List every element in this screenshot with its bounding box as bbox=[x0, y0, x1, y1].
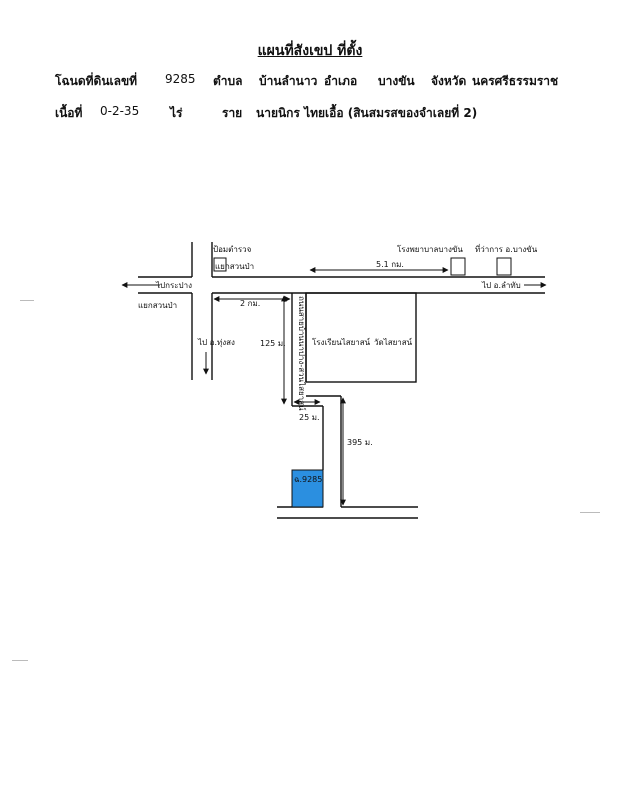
scan-speck bbox=[20, 300, 34, 301]
owner-prefix: ราย bbox=[222, 106, 243, 120]
dimension-125-m-label: 125 ม. bbox=[260, 339, 286, 348]
deed-number: 9285 bbox=[165, 72, 196, 86]
plot-label: ฉ.9285 bbox=[294, 475, 322, 484]
hospital-label: โรงพยาบาลบางขัน bbox=[397, 244, 463, 254]
suan-pa-junction-top-label: แยกสวนป่า bbox=[215, 262, 254, 271]
suan-pa-junction-label: แยกสวนป่า bbox=[138, 301, 177, 310]
to-lam-thap-label: ไป อ.ลำทับ bbox=[481, 281, 521, 290]
area-value: 0-2-35 bbox=[100, 104, 140, 118]
district-office-label: ที่ว่าการ อ.บางขัน bbox=[475, 243, 538, 254]
changwat-label: จังหวัด bbox=[431, 74, 467, 88]
changwat-value: นครศรีธรรมราช bbox=[472, 74, 559, 88]
police-box-marker bbox=[213, 257, 227, 272]
to-krabang-label: ไปกระปาง bbox=[155, 281, 192, 290]
deed-label: โฉนดที่ดินเลขที่ bbox=[55, 74, 138, 88]
police-box-label: ป้อมตำรวจ bbox=[213, 245, 252, 254]
side-road-name-label: ถนนสายบ้านนาปาง-สวนไสยาสน์ bbox=[297, 296, 307, 411]
hospital-marker bbox=[450, 257, 466, 276]
tambon-value: บ้านลำนาว bbox=[259, 74, 318, 88]
temple-label: วัดไสยาสน์ bbox=[374, 337, 413, 347]
district-office-marker bbox=[496, 257, 512, 276]
rai-label: ไร่ bbox=[170, 106, 183, 120]
area-label: เนื้อที่ bbox=[55, 106, 83, 120]
bottom-road bbox=[277, 506, 418, 519]
school-temple-compound bbox=[305, 292, 417, 383]
dimension-395-m-label: 395 ม. bbox=[347, 438, 373, 447]
tambon-label: ตำบล bbox=[213, 74, 243, 88]
dimension-2-km-label: 2 กม. bbox=[240, 299, 260, 308]
land-plot-9285 bbox=[291, 469, 324, 508]
scan-speck bbox=[580, 512, 600, 513]
document-title: แผนที่สังเขป ที่ตั้ง bbox=[257, 43, 363, 59]
dimension-25-m-label: 25 ม. bbox=[299, 413, 320, 422]
to-thung-song-label: ไป อ.ทุ่งสง bbox=[197, 338, 235, 347]
dimension-5-1-km-label: 5.1 กม. bbox=[376, 260, 404, 269]
scan-speck bbox=[12, 660, 28, 661]
main-road bbox=[138, 276, 545, 294]
school-label: โรงเรียนไสยาสน์ bbox=[312, 337, 371, 347]
crossroad-suan-pa bbox=[191, 242, 213, 380]
owner-name: นายนิกร ไทยเอื้อ (สินสมรสของจำเลยที่ 2) bbox=[256, 106, 478, 120]
amphoe-value: บางขัน bbox=[378, 74, 415, 88]
amphoe-label: อำเภอ bbox=[324, 74, 358, 88]
